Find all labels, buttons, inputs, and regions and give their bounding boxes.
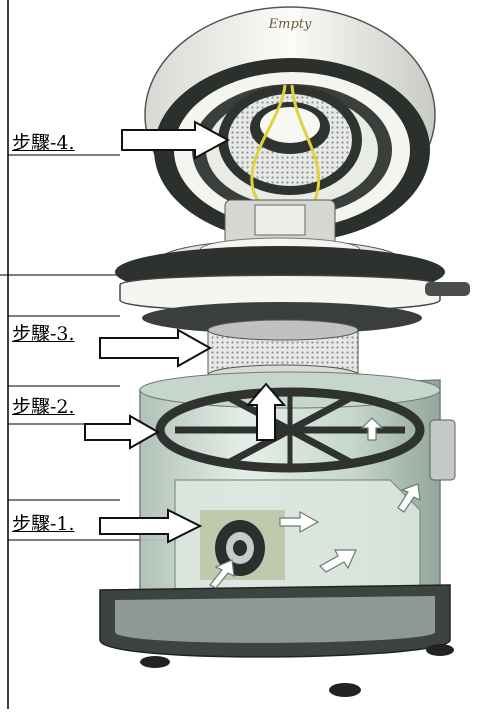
step-2-label: 步驟-2. (12, 396, 75, 418)
motor-head-rim (115, 246, 470, 334)
step2-arrow (84, 414, 161, 450)
lid-filter (218, 85, 362, 195)
step4-arrow (121, 120, 231, 160)
base-plate (99, 584, 454, 697)
airflow-arrow-1 (279, 510, 320, 534)
step1-arrow (99, 508, 203, 544)
airflow-arrow-2 (319, 549, 357, 573)
brand-logo: Empty (268, 17, 312, 32)
airflow-arrow-5 (209, 559, 235, 589)
step3-arrow (99, 328, 213, 368)
filter-frame (155, 387, 425, 473)
intake-chamber (174, 479, 421, 591)
lift-up-arrow (245, 382, 287, 441)
airflow-arrow-3 (397, 483, 421, 513)
airflow-arrow-4 (360, 417, 384, 441)
step-1-label: 步驟-1. (12, 513, 75, 535)
cartridge-filter (207, 319, 359, 386)
step-4-label: 步驟-4. (12, 132, 75, 154)
step-3-label: 步驟-3. (12, 323, 75, 345)
